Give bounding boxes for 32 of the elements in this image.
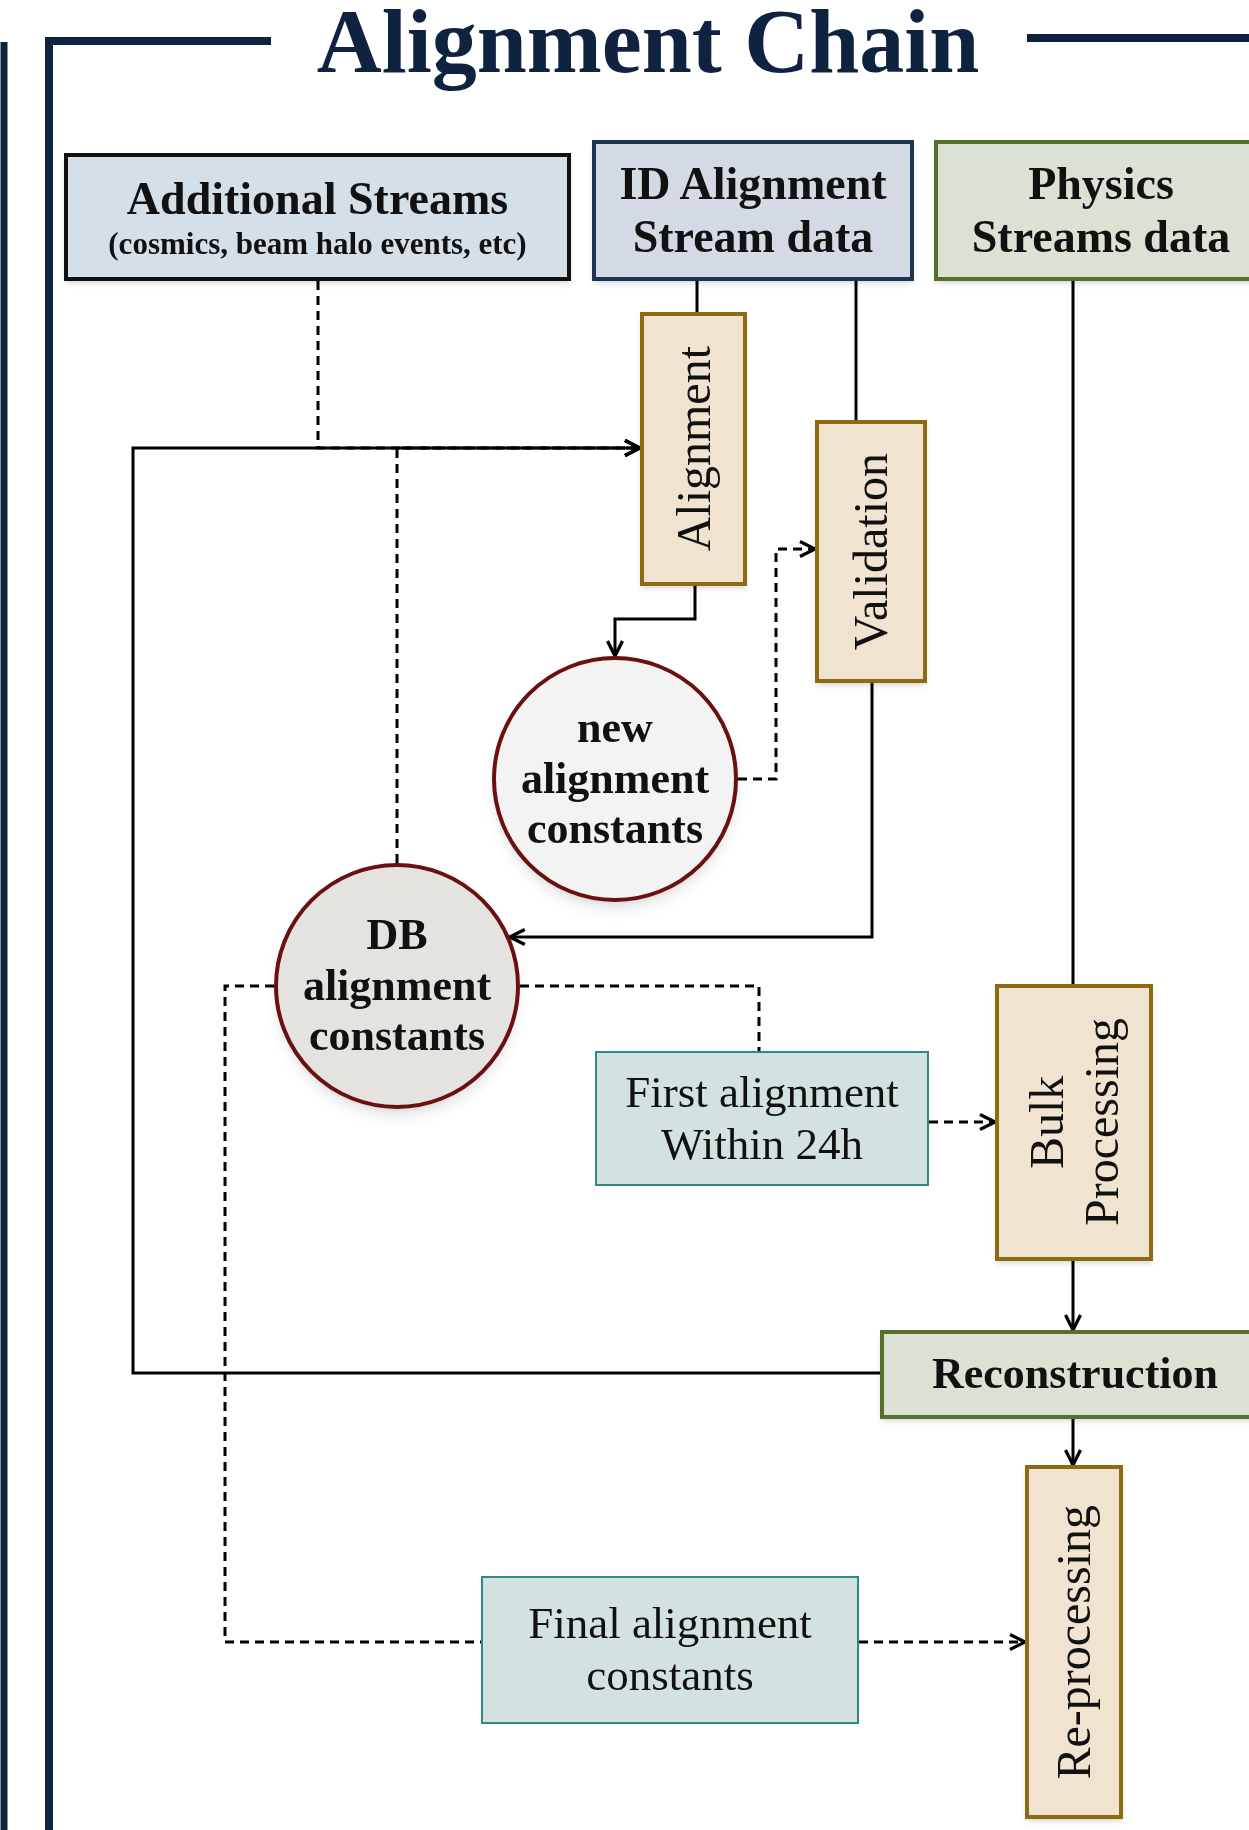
box-label: First alignment Within 24h xyxy=(624,1066,900,1171)
connector-arrow xyxy=(1063,1261,1083,1332)
connector-arrow xyxy=(605,586,697,658)
process-box xyxy=(1025,1465,1123,1819)
connector-arrow xyxy=(859,1632,1027,1652)
stream-box xyxy=(934,140,1249,281)
box-label: Physics Streams data xyxy=(970,157,1232,264)
box-label: Alignment xyxy=(665,346,721,552)
connector-arrow xyxy=(131,438,880,1375)
box-label: Additional Streams xyxy=(125,172,510,226)
box-label: DB alignment constants xyxy=(301,910,493,1062)
process-box xyxy=(995,984,1153,1261)
box-label: ID Alignment Stream data xyxy=(618,157,888,264)
box-sublabel: (cosmics, beam halo events, etc) xyxy=(108,225,527,262)
connector-arrow xyxy=(508,683,874,947)
connector-arrow xyxy=(929,1112,997,1132)
box-label: Reconstruction xyxy=(932,1349,1218,1400)
stream-box xyxy=(592,140,914,281)
process-box xyxy=(880,1330,1249,1419)
connector-arrow xyxy=(1063,1419,1083,1467)
box-label: new alignment constants xyxy=(519,703,711,855)
process-box xyxy=(640,312,747,586)
connector-arrow xyxy=(738,539,817,781)
box-label: Validation xyxy=(843,452,899,651)
note-box xyxy=(595,1051,929,1186)
box-label: Final alignment constants xyxy=(527,1598,813,1702)
box-label: Bulk Processing xyxy=(1018,1017,1129,1229)
box-label: Re-processing xyxy=(1046,1504,1102,1780)
process-box xyxy=(815,420,927,683)
diagram-title: Alignment Chain xyxy=(315,0,981,91)
note-box xyxy=(481,1576,859,1724)
stream-box xyxy=(64,153,571,281)
